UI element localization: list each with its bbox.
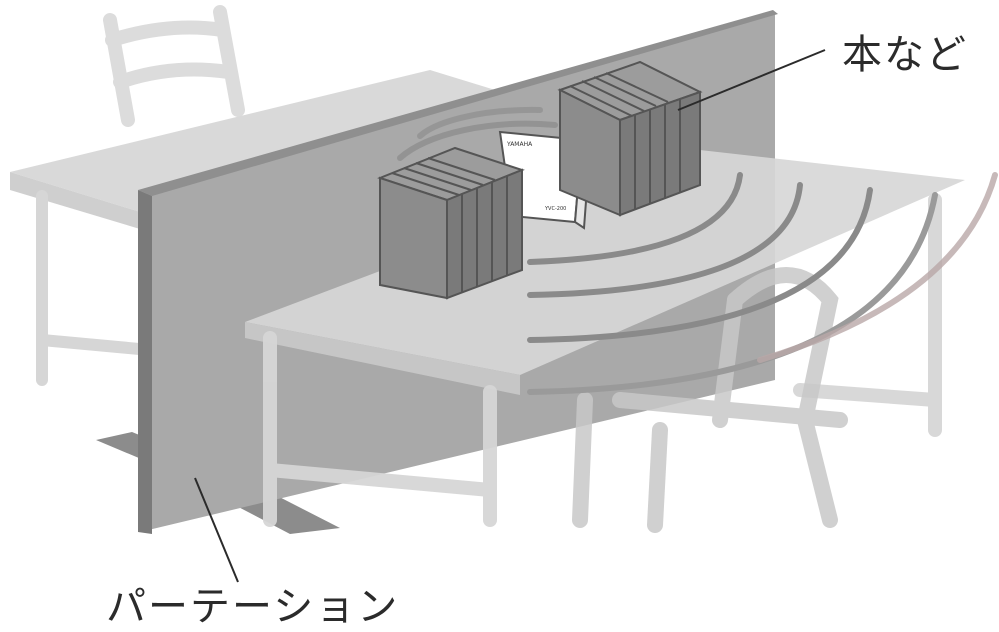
back-chair [110, 12, 238, 120]
device-brand: YAMAHA [506, 141, 533, 148]
books-label: 本など [842, 22, 968, 80]
partition-label: パーテーション [106, 574, 399, 632]
device-model: YVC-200 [544, 206, 566, 212]
book-stack-icon [560, 62, 700, 215]
book-stack-icon [380, 148, 522, 298]
